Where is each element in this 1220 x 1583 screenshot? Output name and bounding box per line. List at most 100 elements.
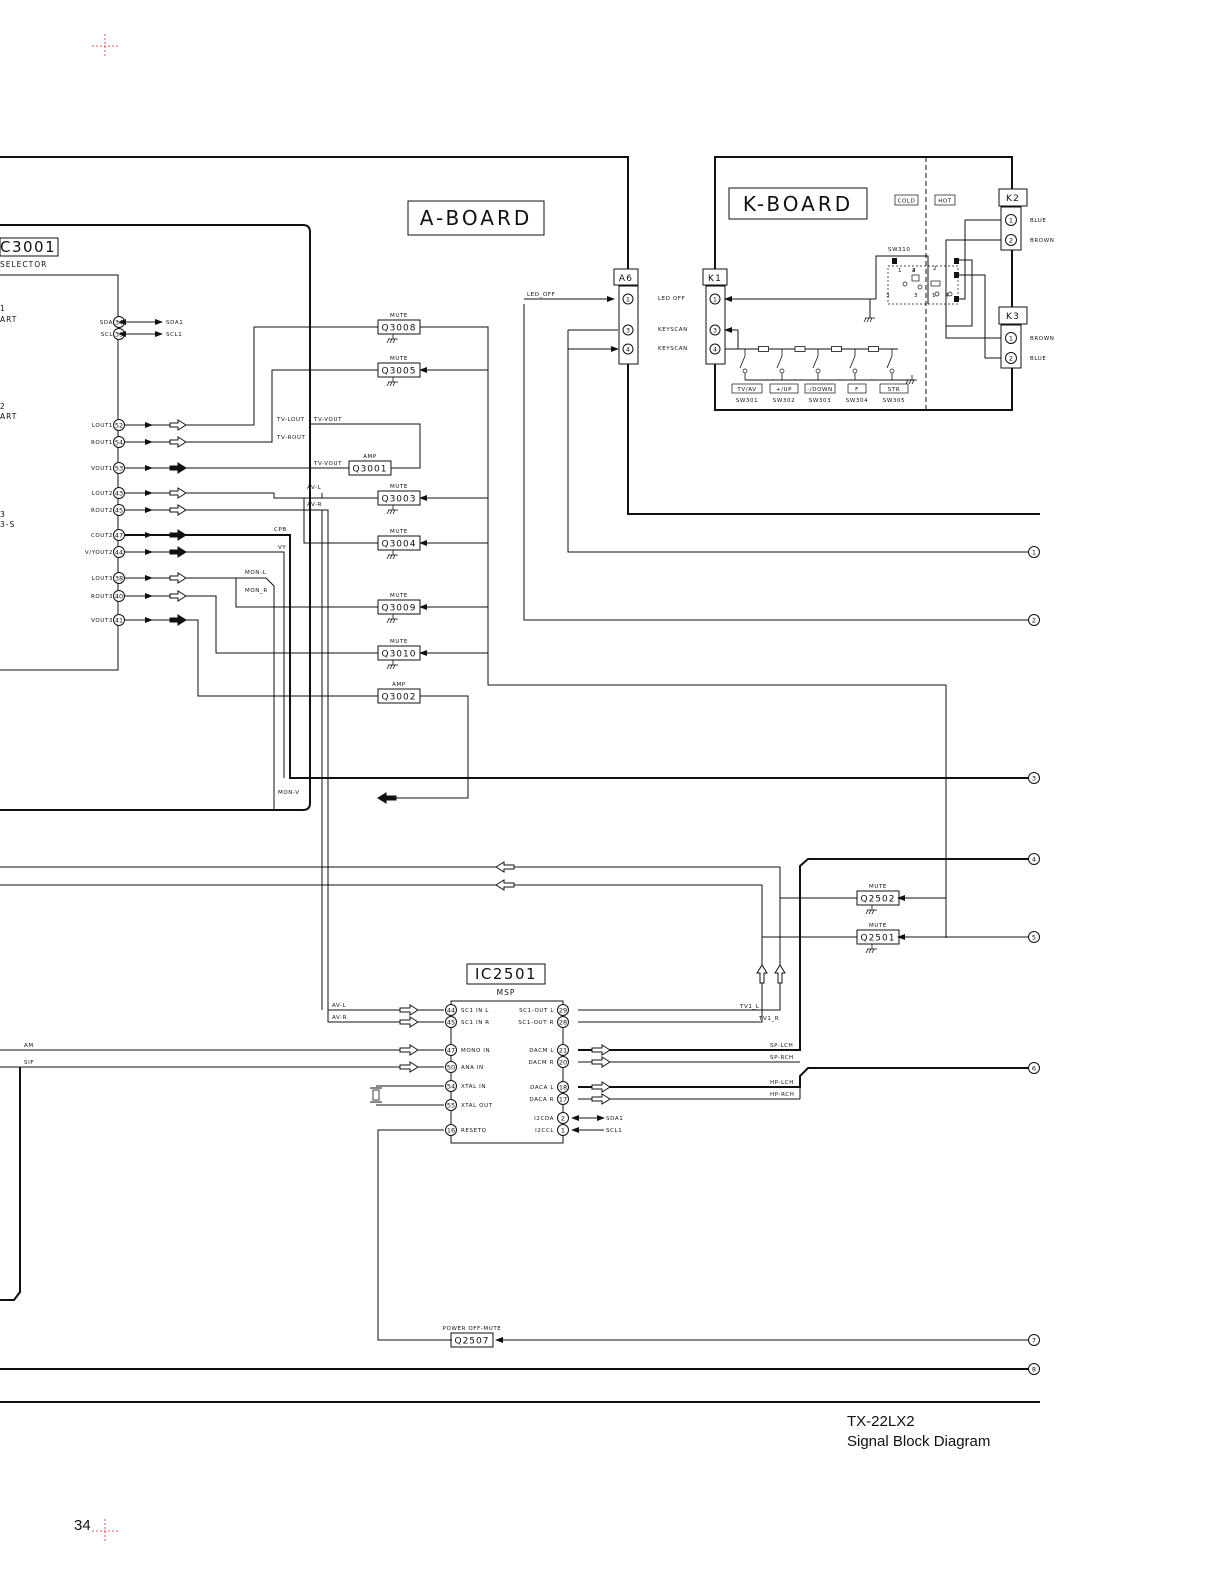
ic3001-pin-circle bbox=[113, 546, 125, 558]
ic2501-pin-circle bbox=[445, 1016, 457, 1028]
offpage-connector-number: 5 bbox=[1032, 933, 1036, 941]
transistor-ref: Q3005 bbox=[382, 367, 417, 377]
ic2501-pin-name: SC1-OUT L bbox=[519, 1008, 554, 1014]
ic2501-pin-number: 29 bbox=[559, 1006, 567, 1014]
svg-text:TV1_R: TV1_R bbox=[758, 1016, 779, 1022]
ic2501-pin-circle bbox=[557, 1004, 569, 1016]
ic2501-pin-number: 45 bbox=[447, 1018, 455, 1026]
diagram-model: TX-22LX2 bbox=[847, 1413, 915, 1430]
svg-text:SCL1: SCL1 bbox=[606, 1128, 622, 1134]
ic2501-pin-name: DACA L bbox=[530, 1085, 554, 1091]
ic3001-pin-name: ROUT3 bbox=[91, 594, 113, 600]
svg-text:TV1_L: TV1_L bbox=[739, 1004, 760, 1010]
svg-text:2: 2 bbox=[912, 268, 916, 274]
ic3001-pin-name: LOUT1 bbox=[92, 423, 113, 429]
keypad-resistor bbox=[831, 346, 842, 352]
svg-text:BLUE: BLUE bbox=[1030, 356, 1046, 362]
ic3001-signal-arrow bbox=[169, 614, 187, 626]
ic2501-pin-name: SC1 IN R bbox=[461, 1020, 490, 1026]
ic3001-pin-name: ROUT2 bbox=[91, 508, 113, 514]
ic3001-desc: SELECTOR bbox=[0, 260, 47, 269]
ic3001-left-label-4: ART bbox=[0, 412, 17, 421]
keypad-switch-ref: SW301 bbox=[736, 398, 758, 404]
net-mon-v: MON-V bbox=[278, 790, 300, 796]
ic3001-pin-name: LOUT3 bbox=[92, 576, 113, 582]
keypad-switch-ref: SW302 bbox=[773, 398, 795, 404]
ic2501-pin-number: 28 bbox=[559, 1018, 567, 1026]
keypad-resistor bbox=[758, 346, 769, 352]
connector-k3: K3 1 2 BROWN BLUE bbox=[998, 306, 1054, 369]
k-board-title: K-BOARD bbox=[743, 192, 853, 216]
ic3001-selector: C3001 SELECTOR 1 ART 2 ART 3 3-S bbox=[0, 224, 311, 811]
page-number: 34 bbox=[74, 1517, 91, 1534]
connector-a6: A6 1 3 4 bbox=[613, 268, 639, 365]
net-cpb: CPB bbox=[274, 527, 287, 533]
registration-mark-top bbox=[92, 34, 118, 58]
ic3001-pin-circle bbox=[113, 572, 125, 584]
ic3001-pin-circle bbox=[113, 487, 125, 499]
ic2501-pin-name: XTAL OUT bbox=[461, 1103, 493, 1109]
svg-text:AV-L: AV-L bbox=[332, 1003, 347, 1009]
transistor-ref: Q3004 bbox=[382, 540, 417, 550]
ic2501-pin-circle bbox=[557, 1081, 569, 1093]
transistor-box bbox=[377, 535, 421, 551]
offpage-connector-number: 7 bbox=[1032, 1336, 1036, 1344]
lower-arrows bbox=[377, 792, 786, 1105]
lower-net-labels: AV-L AV-R AM SIF TV1_L TV1_R SP-LCH SP-R… bbox=[24, 1003, 794, 1134]
ic3001-pin-name: VOUT3 bbox=[91, 618, 113, 624]
transistor-role: MUTE bbox=[869, 884, 887, 890]
ic2501-pin-circle bbox=[557, 1056, 569, 1068]
offpage-connector-number: 1 bbox=[1032, 548, 1036, 556]
ic3001-pin-circle bbox=[113, 419, 125, 431]
transistor-role: MUTE bbox=[869, 923, 887, 929]
offpage-connector bbox=[1028, 1334, 1040, 1346]
ic3001-left-label-5: 3 bbox=[0, 510, 6, 519]
ic3001-pin-name: VOUT1 bbox=[91, 466, 113, 472]
connector-k2: K2 1 2 BLUE BROWN bbox=[998, 188, 1054, 251]
keypad-key-box bbox=[804, 383, 836, 394]
keypad-key-label: F bbox=[855, 387, 859, 393]
ic3001-pin-circle bbox=[113, 462, 125, 474]
hot-label-box bbox=[934, 194, 956, 206]
ic3001-signal-arrow bbox=[169, 462, 187, 474]
connector-a6-name: A6 bbox=[619, 274, 633, 284]
svg-text:HP-RCH: HP-RCH bbox=[770, 1092, 794, 1098]
net-labels: TV-LOUT TV-VOUT TV-ROUT TV-VOUT AV-L AV-… bbox=[166, 292, 687, 796]
ic2501-pin-name: DACM R bbox=[528, 1060, 554, 1066]
ic3001-pin-circle bbox=[113, 590, 125, 602]
transistor-role: MUTE bbox=[390, 313, 408, 319]
offpage-connector bbox=[1028, 546, 1040, 558]
ic2501-pin-number: 17 bbox=[559, 1095, 567, 1103]
transistor-role: MUTE bbox=[390, 484, 408, 490]
transistors: MUTEQ3008MUTEQ3005AMPQ3001MUTEQ3003MUTEQ… bbox=[348, 313, 900, 1348]
ic3001-pin-name: COUT2 bbox=[91, 533, 113, 539]
offpage-connector bbox=[1028, 853, 1040, 865]
a-board-title-box bbox=[407, 200, 545, 236]
ic2501-pin-number: 1 bbox=[561, 1126, 565, 1134]
ic3001-pin-name: LOUT2 bbox=[92, 491, 113, 497]
ic3001-pin-circle bbox=[113, 436, 125, 448]
offpage-connector bbox=[1028, 931, 1040, 943]
svg-text:K3: K3 bbox=[1006, 312, 1020, 322]
cold-label-box bbox=[894, 194, 919, 206]
offpage-connector-number: 2 bbox=[1032, 616, 1036, 624]
ic3001-output-arrows bbox=[125, 419, 187, 626]
ic3001-pin-number: 43 bbox=[115, 489, 123, 497]
ic3001-pin-name: ROUT1 bbox=[91, 440, 113, 446]
ic2501-pin-number: 18 bbox=[559, 1083, 567, 1091]
svg-text:K2: K2 bbox=[1006, 194, 1020, 204]
keypad-key-label: -/DOWN bbox=[807, 387, 833, 393]
ic3001-left-label-1: 1 bbox=[0, 304, 6, 313]
net-av-r: AV-R bbox=[307, 502, 322, 508]
connector-k1-name: K1 bbox=[708, 274, 722, 284]
diagram-subtitle: Signal Block Diagram bbox=[847, 1433, 990, 1450]
ic2501-pin-name: SC1 IN L bbox=[461, 1008, 489, 1014]
a-board-wiring bbox=[118, 296, 1030, 1023]
svg-text:HP-LCH: HP-LCH bbox=[770, 1080, 794, 1086]
transistor-ref: Q2507 bbox=[455, 1337, 490, 1347]
ic3001-pin-circle bbox=[113, 504, 125, 516]
ic2501-pin-circle bbox=[445, 1004, 457, 1016]
ic3001-pin-name: SCL bbox=[101, 332, 114, 338]
svg-text:1: 1 bbox=[713, 296, 717, 304]
